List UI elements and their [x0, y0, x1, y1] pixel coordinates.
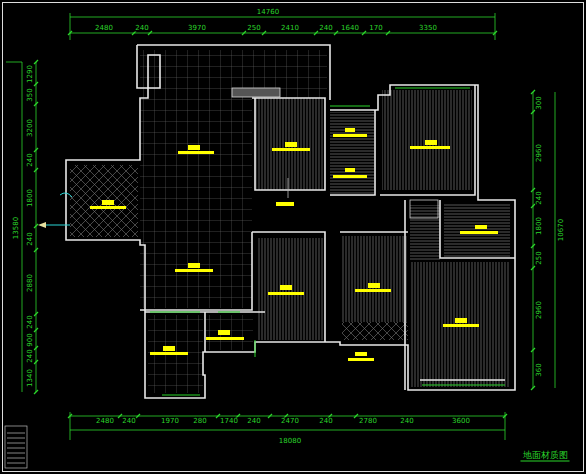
dimension-value: 2480 [94, 25, 114, 32]
dimension-value: 240 [27, 314, 34, 329]
dimension-value: 240 [121, 418, 136, 425]
dimension-value: 2780 [358, 418, 378, 425]
dimension-value: 2960 [536, 300, 543, 320]
dimension-value: 350 [27, 87, 34, 102]
dimension-value: 240 [134, 25, 149, 32]
dimension-value: 2480 [95, 418, 115, 425]
dimension-value: 240 [27, 348, 34, 363]
dimension-value: 18080 [278, 438, 302, 445]
dimension-value: 3200 [27, 118, 34, 138]
dimension-value: 2960 [536, 143, 543, 163]
dimension-value: 360 [536, 362, 543, 377]
dimension-value: 2410 [280, 25, 300, 32]
dimension-value: 240 [27, 231, 34, 246]
dimension-value: 2470 [280, 418, 300, 425]
dimension-value: 1800 [27, 188, 34, 208]
dimension-value: 240 [318, 418, 333, 425]
dimension-value: 3350 [418, 25, 438, 32]
dimension-value: 170 [368, 25, 383, 32]
dimension-value: 240 [318, 25, 333, 32]
dimension-value: 280 [192, 418, 207, 425]
dimension-value: 240 [27, 152, 34, 167]
dimension-value: 2880 [27, 273, 34, 293]
dimension-value: 250 [246, 25, 261, 32]
dimension-value: 900 [27, 332, 34, 347]
dimension-value: 1340 [27, 368, 34, 388]
dimension-value: 10670 [558, 218, 565, 242]
dimension-value: 3970 [187, 25, 207, 32]
dimension-value: 250 [536, 250, 543, 265]
dimension-value: 240 [399, 418, 414, 425]
dimension-value: 240 [246, 418, 261, 425]
dimension-value: 300 [536, 95, 543, 110]
dimension-value: 1290 [27, 64, 34, 84]
dimension-value: 1740 [219, 418, 239, 425]
dimension-value: 13580 [13, 216, 20, 240]
dimension-value: 240 [536, 190, 543, 205]
drawing-title: 地面材质图 [521, 451, 570, 462]
dimension-value: 1640 [340, 25, 360, 32]
dimension-value: 14760 [256, 9, 280, 16]
dimension-value: 1800 [536, 216, 543, 236]
dimension-value: 3600 [451, 418, 471, 425]
dimension-value: 1970 [160, 418, 180, 425]
